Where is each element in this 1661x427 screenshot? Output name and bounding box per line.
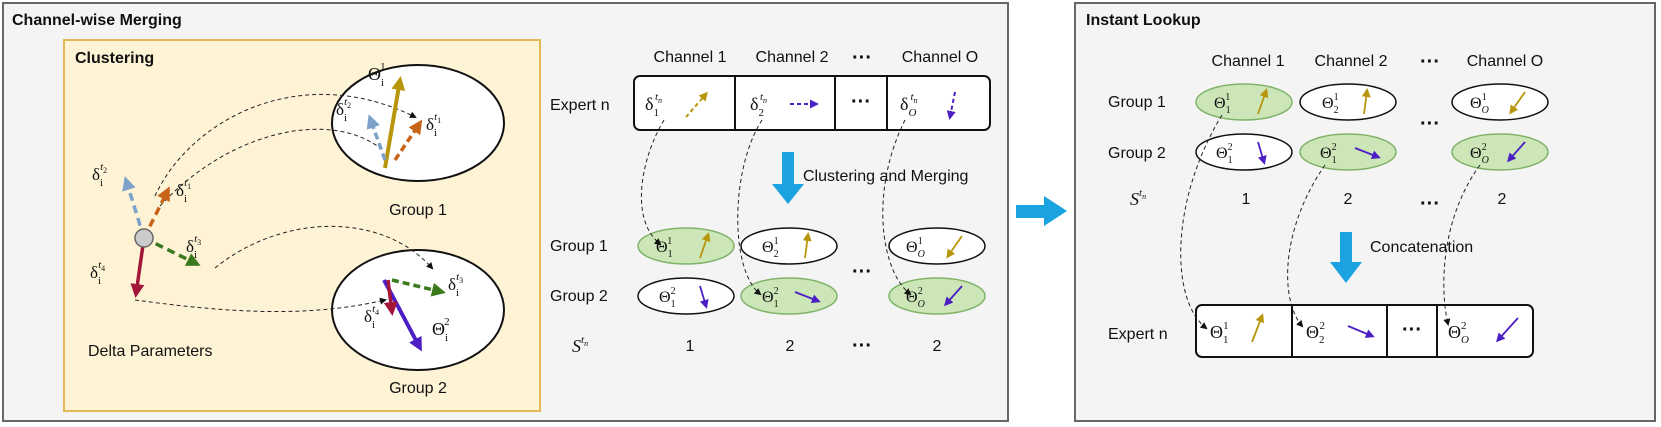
expert-row-ellipsis: ···: [851, 91, 871, 113]
lookup-group-ellipsis: ···: [1420, 113, 1440, 135]
merge-g1-c1-cell: [637, 227, 735, 265]
lookup-assignment-cO: 2: [1498, 191, 1507, 208]
panel-title-clustering: Clustering: [75, 50, 154, 67]
merge-g1-cO-cell: [888, 227, 986, 265]
delta-parameters-caption: Delta Parameters: [88, 343, 213, 360]
merge-channel-2-header: Channel 2: [756, 49, 829, 66]
flow-arrow-down-concat-shaft: [1340, 232, 1352, 262]
merge-g1-cO-theta: ΘO1: [906, 236, 925, 260]
panel-title-merging: Channel-wise Merging: [12, 12, 182, 29]
merge-g2-c1-theta: Θ12: [659, 286, 676, 310]
merged-vector-group-1: [383, 76, 406, 169]
theta-group-2-label: Θi2: [432, 316, 450, 344]
cluster-ellipse-group-1: [331, 64, 505, 182]
lookup-g2-c1-cell: [1195, 133, 1293, 171]
lookup-assignment-label: Stn: [1130, 187, 1146, 209]
merge-g1-c1-theta: Θ11: [656, 236, 673, 260]
merge-assignment-ellipsis: ···: [852, 335, 872, 357]
lookup-g1-c2-cell: [1299, 83, 1397, 121]
theta-group-1-label: Θi1: [368, 61, 386, 89]
group-2-member-t3: [391, 278, 446, 297]
expert-delta-channel-1: δ1tn: [645, 91, 662, 119]
merge-assignment-cO: 2: [933, 338, 942, 355]
expert-delta-channel-O: δOtn: [900, 91, 918, 119]
flow-arrow-right-head: [1044, 196, 1067, 226]
merge-channel-ellipsis: ···: [852, 47, 872, 69]
group-1-delta-t1: δit1: [426, 111, 441, 139]
lookup-g2-cO-cell: [1451, 133, 1549, 171]
merge-g1-c2-cell: [740, 227, 838, 265]
concat-c1-theta: Θ11: [1210, 320, 1229, 346]
group-2-member-t4: [383, 279, 398, 316]
lookup-g1-cO-cell: [1451, 83, 1549, 121]
merge-expert-label: Expert n: [550, 97, 610, 114]
lookup-channel-2-header: Channel 2: [1315, 53, 1388, 70]
group-1-member-t2: [366, 114, 387, 161]
delta-vector-t2: [122, 176, 146, 239]
concat-ellipsis: ···: [1402, 319, 1422, 341]
merge-g2-c2-cell: [740, 277, 838, 315]
cluster-group-2-label: Group 2: [389, 380, 447, 397]
concat-c2-theta: Θ22: [1306, 320, 1325, 346]
lookup-assignment-ellipsis: ···: [1420, 193, 1440, 215]
merge-g2-c2-theta: Θ12: [762, 286, 779, 310]
lookup-expert-label: Expert n: [1108, 326, 1168, 343]
panel-title-lookup: Instant Lookup: [1086, 12, 1201, 29]
cluster-dashed-links: [134, 93, 434, 313]
merge-dashed-links: [640, 119, 912, 296]
flow-arrow-right-shaft: [1016, 205, 1044, 218]
lookup-g2-c1-theta: Θ12: [1216, 142, 1233, 166]
delta-label-t3: δit3: [186, 233, 201, 261]
merge-group-ellipsis: ···: [852, 261, 872, 283]
lookup-g2-c2-theta: Θ12: [1320, 142, 1337, 166]
merge-group-2-label: Group 2: [550, 288, 608, 305]
delta-label-t4: δit4: [90, 259, 105, 287]
merge-channel-1-header: Channel 1: [654, 49, 727, 66]
lookup-g1-c2-theta: Θ21: [1322, 92, 1339, 116]
lookup-g2-cO-theta: ΘO2: [1470, 142, 1489, 166]
merge-group-1-label: Group 1: [550, 238, 608, 255]
lookup-assignment-c1: 1: [1242, 191, 1251, 208]
group-2-delta-t3: δit3: [448, 271, 463, 299]
group-1-member-t1: [393, 119, 423, 161]
delta-vector-t1: [142, 186, 170, 239]
delta-origin-dot: [134, 228, 154, 248]
lookup-dashed-links: [1180, 114, 1481, 330]
merge-channel-O-header: Channel O: [902, 49, 979, 66]
step-label-concatenation: Concatenation: [1370, 239, 1473, 256]
cluster-group-1-label: Group 1: [389, 202, 447, 219]
merge-assignment-label: Stn: [572, 334, 588, 356]
lookup-g2-c2-cell: [1299, 133, 1397, 171]
lookup-channel-1-header: Channel 1: [1212, 53, 1285, 70]
lookup-g1-cO-theta: ΘO1: [1470, 92, 1489, 116]
flow-arrow-down-merge-shaft: [782, 152, 794, 184]
expert-n-concat-row: [1195, 304, 1534, 358]
merge-g1-c2-theta: Θ21: [762, 236, 779, 260]
lookup-g1-c1-cell: [1195, 83, 1293, 121]
merge-assignment-c1: 1: [686, 338, 695, 355]
delta-vector-t3: [143, 236, 201, 266]
lookup-channel-O-header: Channel O: [1467, 53, 1544, 70]
flow-arrow-down-merge-head: [772, 184, 804, 204]
merge-g2-c1-cell: [637, 277, 735, 315]
group-1-delta-t2: δit2: [336, 96, 351, 124]
lookup-assignment-c2: 2: [1344, 191, 1353, 208]
lookup-group-1-label: Group 1: [1108, 94, 1166, 111]
concat-cO-theta: ΘO2: [1448, 320, 1469, 346]
group-2-delta-t4: δit4: [364, 303, 379, 331]
merge-assignment-c2: 2: [786, 338, 795, 355]
delta-label-t2: δit2: [92, 161, 107, 189]
lookup-group-2-label: Group 2: [1108, 145, 1166, 162]
flow-arrow-down-concat-head: [1330, 262, 1362, 283]
lookup-channel-ellipsis: ···: [1420, 51, 1440, 73]
delta-label-t1: δit1: [176, 177, 191, 205]
merge-g2-cO-cell: [888, 277, 986, 315]
cluster-ellipse-group-2: [331, 249, 505, 371]
lookup-g1-c1-theta: Θ11: [1214, 92, 1231, 116]
merge-g2-cO-theta: ΘO2: [906, 286, 925, 310]
expert-delta-channel-2: δ2tn: [750, 91, 767, 119]
